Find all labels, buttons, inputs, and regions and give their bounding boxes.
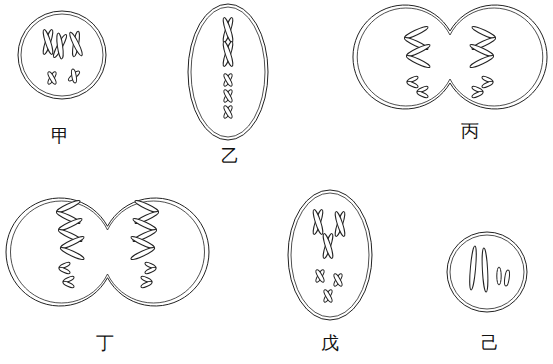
cell-label: 己 <box>481 334 499 352</box>
cell-label: 丁 <box>96 334 114 352</box>
cell-yi <box>188 4 268 140</box>
cell-label: 乙 <box>221 147 239 165</box>
cell-label: 戊 <box>321 334 339 352</box>
cell-jia <box>18 11 106 99</box>
cell-label: 甲 <box>51 127 69 145</box>
cell-ji <box>447 232 527 312</box>
cell-label: 丙 <box>461 122 479 140</box>
cell-wu <box>288 190 372 320</box>
cell-ding <box>6 198 209 306</box>
cell-bing <box>353 5 547 109</box>
